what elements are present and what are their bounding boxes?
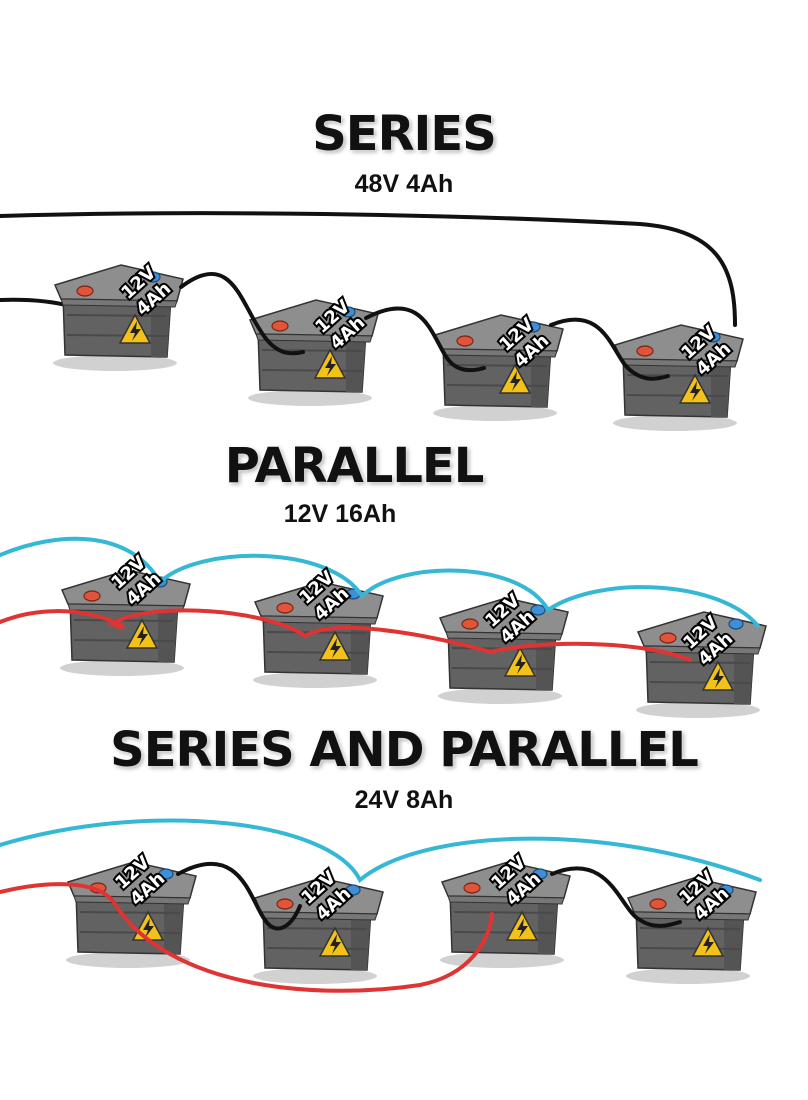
series-and-parallel-subtitle: 24V 8Ah — [354, 786, 454, 814]
parallel-diagram — [0, 536, 767, 719]
parallel-subtitle: 12V 16Ah — [283, 500, 397, 528]
parallel-title: PARALLEL — [224, 438, 485, 494]
series-parallel-diagram — [0, 818, 762, 993]
series-title: SERIES — [312, 106, 497, 162]
battery — [432, 314, 564, 422]
series-subtitle: 48V 4Ah — [354, 170, 454, 198]
series-and-parallel-title: SERIES AND PARALLEL — [110, 722, 699, 778]
series-diagram — [0, 211, 744, 432]
